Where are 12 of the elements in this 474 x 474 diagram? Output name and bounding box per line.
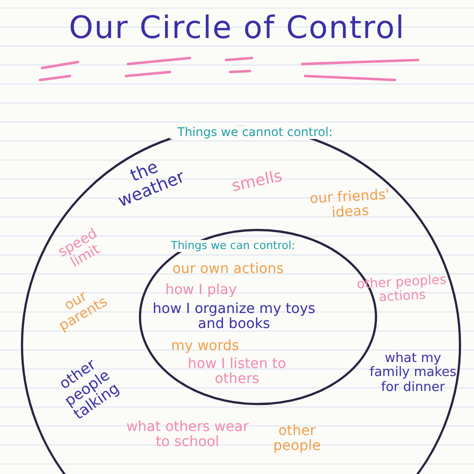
title: Our Circle of Control [68,10,406,46]
note-text: smells [229,164,285,197]
note-text: our friends' ideas [308,188,391,224]
note-text: how I play [164,283,238,298]
note-text: how I organize my toys and books [152,302,316,333]
note-text: other people [272,424,322,455]
note-text: how I listen to others [186,357,288,388]
note-text: what others wear to school [125,420,250,451]
note-text: what my family makes for dinner [368,352,458,395]
note-text: other peoples actions [355,273,448,308]
note-text: my words [170,339,240,354]
note-text: our own actions [171,262,285,278]
